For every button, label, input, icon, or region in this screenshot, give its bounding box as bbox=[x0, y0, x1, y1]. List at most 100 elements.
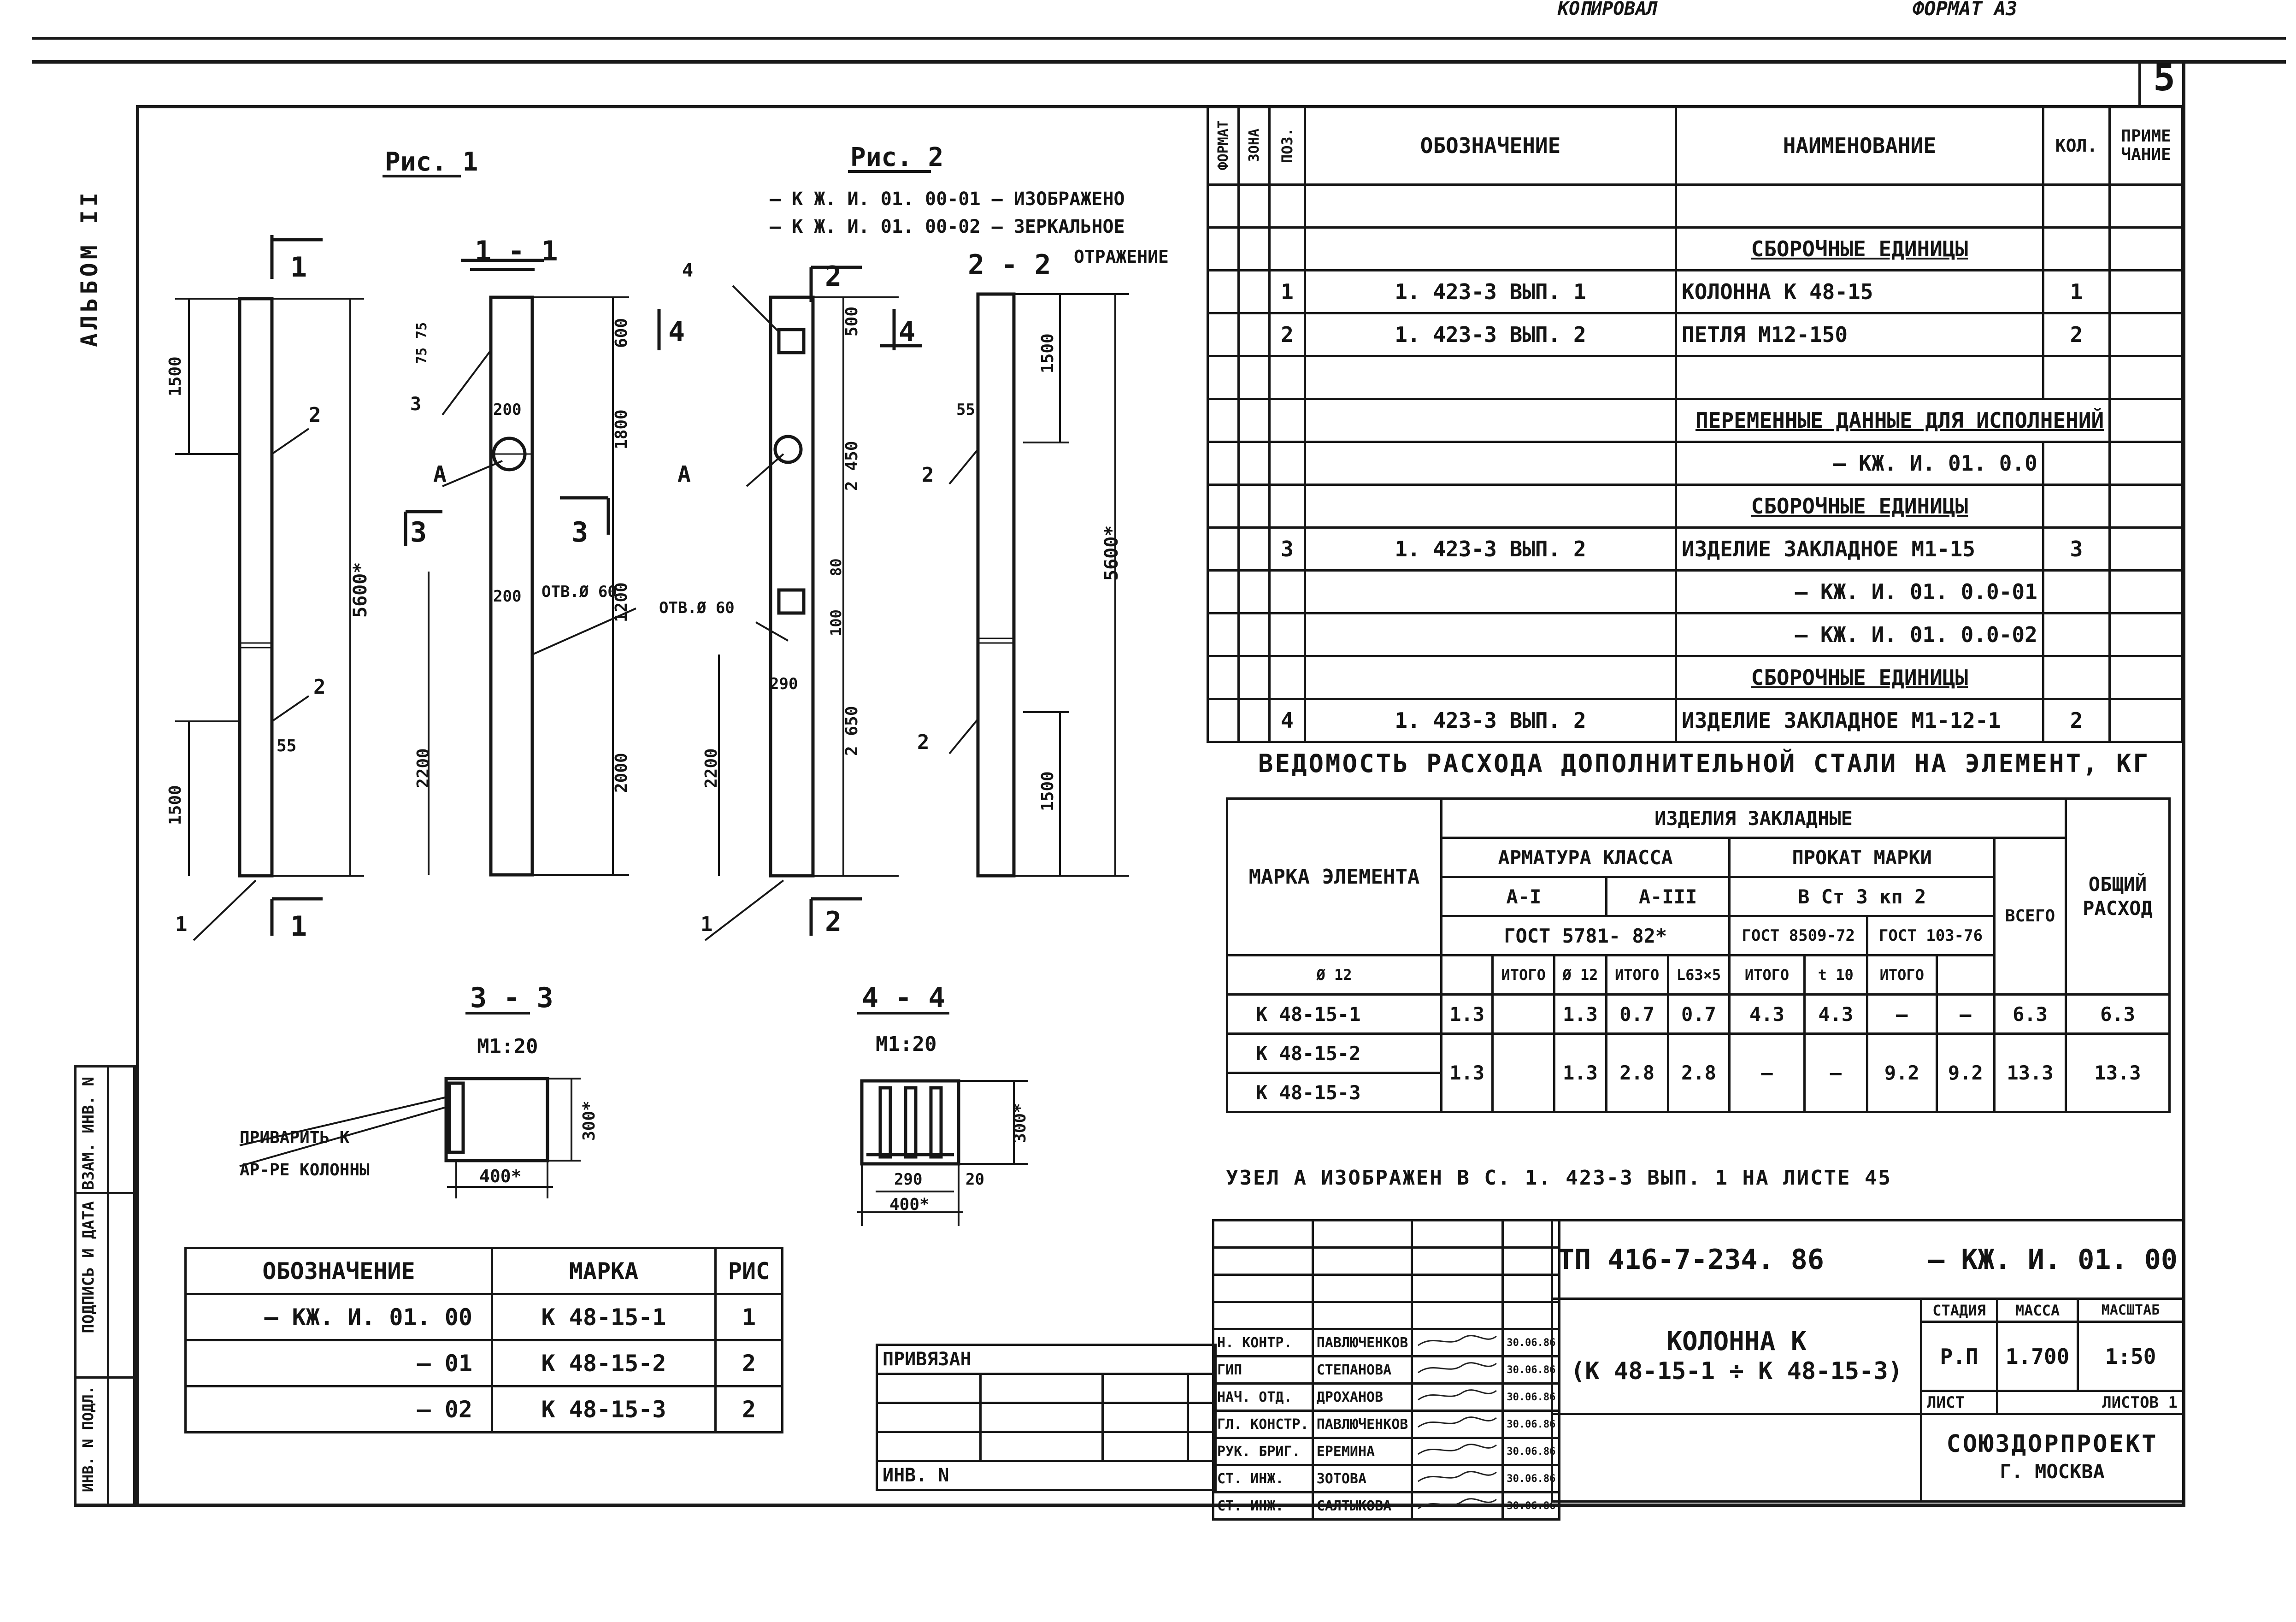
stamp-signature bbox=[1411, 1437, 1504, 1466]
steel-table: МАРКА ЭЛЕМЕНТА ИЗДЕЛИЯ ЗАКЛАДНЫЕ ОБЩИЙ Р… bbox=[1226, 797, 2171, 1113]
spec-name: — КЖ. И. 01. 0.0 bbox=[1675, 441, 2044, 486]
spec-zone bbox=[1237, 569, 1271, 614]
mark-1-fig2-leader: 1 bbox=[701, 913, 713, 936]
dim-400-sec33: 400* bbox=[479, 1166, 522, 1186]
spec-format bbox=[1207, 569, 1240, 614]
stamp-surname: САЛТЫКОВА bbox=[1311, 1491, 1413, 1521]
stamp-role: ГЛ. КОНСТР. bbox=[1212, 1410, 1314, 1439]
stamp-surname: ЗОТОВА bbox=[1311, 1464, 1413, 1493]
spec-designation bbox=[1304, 183, 1677, 229]
spec-designation bbox=[1304, 655, 1677, 700]
spec-note bbox=[2108, 312, 2184, 357]
dim-1500-fig1-top: 1500 bbox=[166, 356, 185, 396]
steel-value: 1.3 bbox=[1440, 1032, 1494, 1113]
spec-name bbox=[1675, 355, 2044, 400]
spec-format bbox=[1207, 526, 1240, 572]
dim-200-a: 200 bbox=[493, 401, 521, 419]
dim-290-fig2: 290 bbox=[770, 675, 798, 693]
otv-60-sec11: ОТВ.Ø 60 bbox=[542, 583, 617, 601]
spec-pos bbox=[1268, 441, 1306, 486]
marks-h-fig: РИС bbox=[714, 1247, 783, 1295]
steel-subheader: ИТОГО bbox=[1605, 954, 1669, 996]
spec-qty bbox=[2042, 484, 2111, 529]
mass-header: МАССА bbox=[1996, 1298, 2079, 1323]
steel-h-gost1: ГОСТ 5781- 82* bbox=[1440, 915, 1731, 956]
spec-row: СБОРОЧНЫЕ ЕДИНИЦЫ bbox=[1207, 655, 2184, 700]
specification-table: ФОРМАТ ЗОНА ПОЗ. ОБОЗНАЧЕНИЕ НАИМЕНОВАНИ… bbox=[1207, 105, 2184, 743]
spec-format bbox=[1207, 698, 1240, 743]
spec-qty bbox=[2042, 355, 2111, 400]
inner-frame-bottom bbox=[74, 1504, 2184, 1507]
marks-h-mark: МАРКА bbox=[491, 1247, 717, 1295]
mark-A-sec11: А bbox=[433, 461, 447, 487]
steel-value: 6.3 bbox=[2065, 993, 2171, 1035]
steel-row: К 48-15-3 bbox=[1226, 1072, 2170, 1113]
spec-name: ПЕРЕМЕННЫЕ ДАННЫЕ ДЛЯ ИСПОЛНЕНИЙ bbox=[1674, 398, 2111, 443]
spec-name: — КЖ. И. 01. 0.0-01 bbox=[1675, 569, 2044, 614]
spec-format bbox=[1207, 655, 1240, 700]
spec-h-designation: ОБОЗНАЧЕНИЕ bbox=[1304, 105, 1677, 186]
mark-4-left: 4 bbox=[668, 316, 685, 348]
sheet-number: 5 bbox=[2153, 56, 2176, 99]
spec-zone bbox=[1237, 526, 1271, 572]
spec-zone bbox=[1237, 355, 1271, 400]
spec-zone bbox=[1237, 441, 1271, 486]
spec-format bbox=[1207, 355, 1240, 400]
spec-qty bbox=[2042, 183, 2111, 229]
dim-2450: 2 450 bbox=[842, 441, 861, 491]
spec-row: — КЖ. И. 01. 0.0-02 bbox=[1207, 612, 2184, 657]
dim-200-b: 200 bbox=[493, 587, 521, 606]
dim-5600-fig1: 5600* bbox=[350, 562, 371, 618]
fig2-note-3: ОТРАЖЕНИЕ bbox=[1074, 247, 1169, 267]
inner-frame-top bbox=[136, 105, 2184, 108]
dim-100: 100 bbox=[827, 609, 845, 636]
spec-h-qty: КОЛ. bbox=[2042, 105, 2111, 186]
spec-name: СБОРОЧНЫЕ ЕДИНИЦЫ bbox=[1675, 226, 2044, 271]
steel-subheader: Ø 12 bbox=[1226, 954, 1442, 996]
stamp-signature bbox=[1411, 1491, 1504, 1521]
spec-zone bbox=[1237, 226, 1271, 271]
column-fig1 bbox=[238, 297, 274, 878]
dim-400-sec44: 400* bbox=[889, 1195, 930, 1214]
spec-pos: 1 bbox=[1268, 269, 1306, 314]
inner-frame-right bbox=[2182, 60, 2185, 1507]
steel-value: 1.3 bbox=[1553, 993, 1607, 1035]
spec-zone bbox=[1237, 312, 1271, 357]
spec-note bbox=[2108, 355, 2184, 400]
stamp-surname: ЕРЕМИНА bbox=[1311, 1437, 1413, 1466]
dim-300-sec44: 300* bbox=[1011, 1103, 1030, 1143]
spec-zone bbox=[1237, 484, 1271, 529]
spec-qty bbox=[2042, 612, 2111, 657]
marks-fig: 1 bbox=[714, 1293, 783, 1341]
otv-60-fig2: ОТВ.Ø 60 bbox=[659, 599, 735, 617]
spec-pos bbox=[1268, 569, 1306, 614]
steel-value: 13.3 bbox=[2065, 1032, 2171, 1113]
steel-h-a1: А-I bbox=[1440, 876, 1607, 917]
stamp-role: ГИП bbox=[1212, 1355, 1314, 1385]
steel-value: 1.3 bbox=[1553, 1032, 1607, 1113]
spec-name: СБОРОЧНЫЕ ЕДИНИЦЫ bbox=[1675, 655, 2044, 700]
weld-note-1: ПРИВАРИТЬ К bbox=[240, 1128, 350, 1147]
dim-600: 600 bbox=[612, 318, 631, 348]
spec-qty bbox=[2042, 655, 2111, 700]
spec-designation bbox=[1304, 569, 1677, 614]
left-strip: ВЗАМ. ИНВ. N ПОДПИСЬ И ДАТА ИНВ. N ПОДЛ. bbox=[74, 1065, 136, 1506]
mark-2-sec22-a: 2 bbox=[922, 463, 934, 487]
spec-name: ПЕТЛЯ М12-150 bbox=[1675, 312, 2044, 357]
dim-2200-fig2: 2200 bbox=[702, 748, 721, 788]
stamp-role: НАЧ. ОТД. bbox=[1212, 1382, 1314, 1412]
spec-pos: 4 bbox=[1268, 698, 1306, 743]
binding-table: ПРИВЯЗАН ИНВ. N bbox=[876, 1344, 1217, 1491]
steel-mark: К 48-15-3 bbox=[1226, 1072, 1442, 1113]
spec-note bbox=[2108, 398, 2184, 443]
steel-value: 6.3 bbox=[1993, 993, 2067, 1035]
